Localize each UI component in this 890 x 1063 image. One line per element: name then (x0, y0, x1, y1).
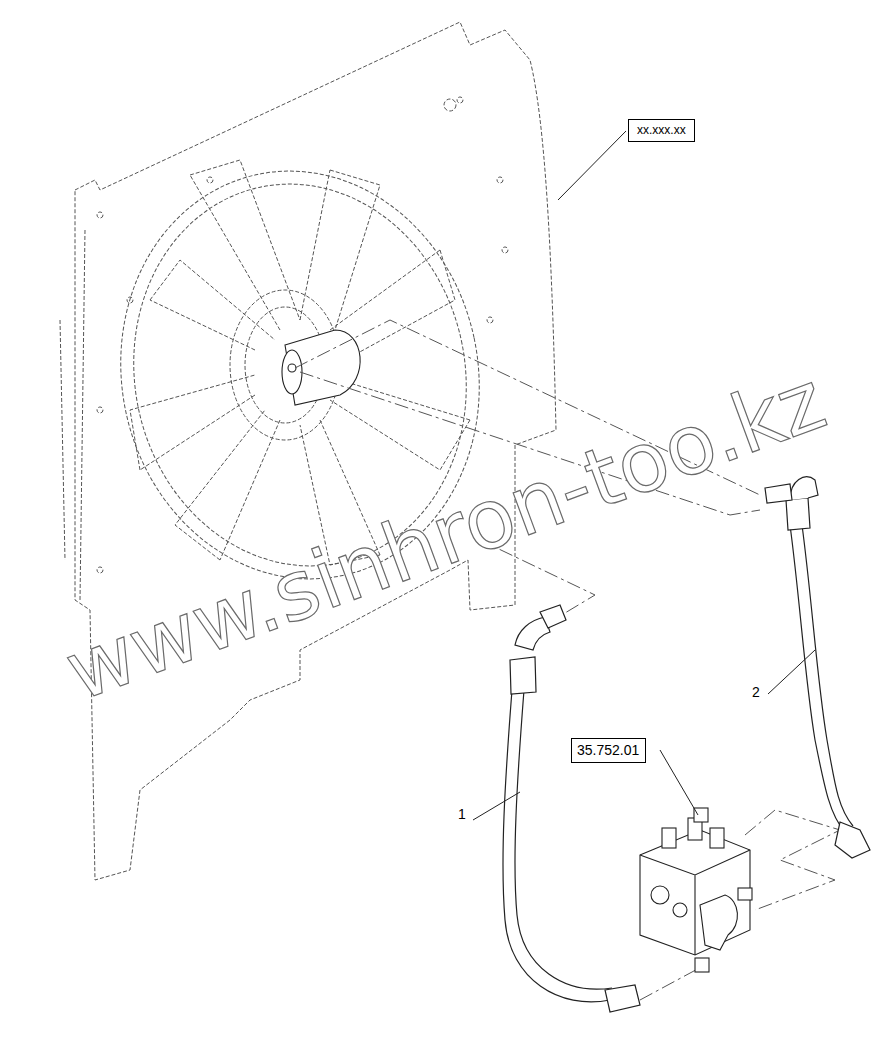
reference-number: xx.xxx.xx (637, 123, 686, 137)
callout-number: 1 (458, 806, 466, 822)
hose-1 (503, 605, 640, 1012)
reference-box: 35.752.01 (571, 738, 646, 763)
watermark: www.sinhron-too.kz (53, 352, 837, 719)
reference-number: 35.752.01 (577, 742, 640, 759)
valve-block (640, 808, 752, 972)
radiator-frame (60, 22, 556, 880)
reference-box: xx.xxx.xx (628, 119, 695, 142)
hose-2 (765, 477, 870, 858)
callout-number: 2 (752, 684, 760, 700)
